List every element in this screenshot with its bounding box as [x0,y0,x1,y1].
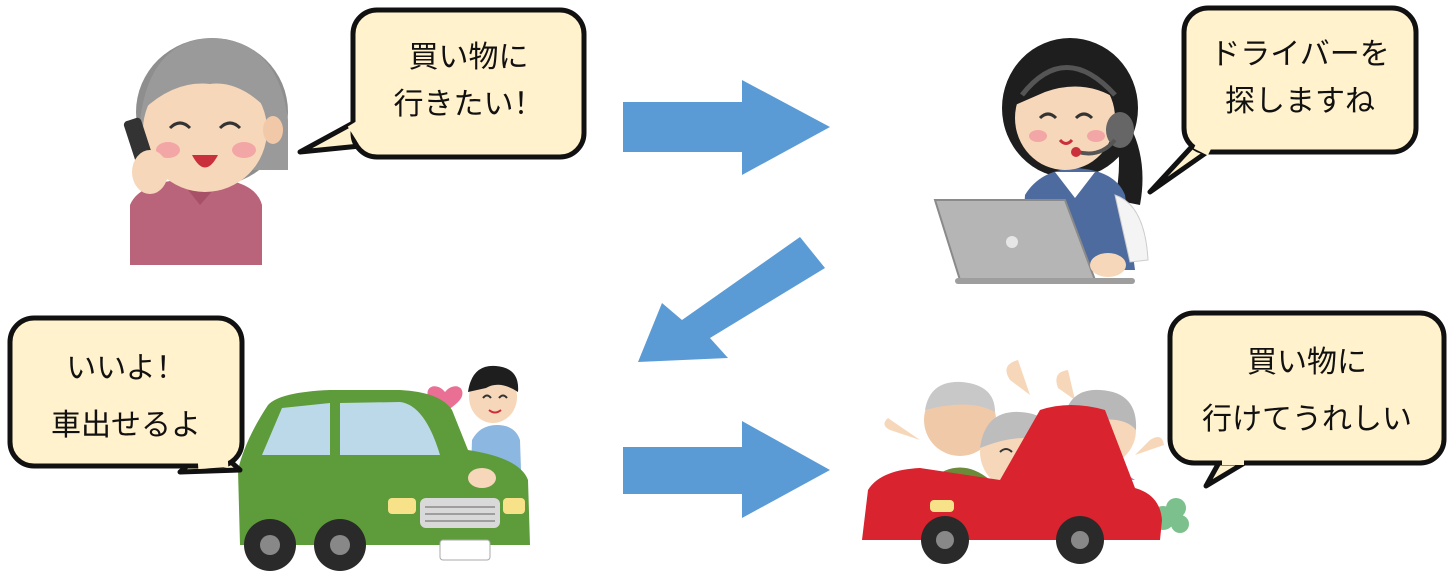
flow-arrow-1 [623,80,830,175]
operator-illustration [933,38,1149,284]
flow-arrow-3 [623,421,830,518]
seniors-car-illustration [862,360,1189,564]
bubble-2-text: ドライバーを 探しますね [1184,32,1416,125]
speech-bubble-4 [1167,310,1447,489]
bubble-3-line-2: 車出せるよ [51,408,201,443]
bubble-2-line-1: ドライバーを [1210,37,1390,72]
bubble-1-line-2: 行きたい！ [393,86,544,122]
flow-arrow-2 [638,237,825,362]
speech-bubble-3 [7,315,245,475]
driver-car-illustration [238,365,530,571]
bubble-4-line-2: 行けてうれしい [1202,402,1412,437]
speech-bubble-2 [1147,5,1419,195]
bubble-1-line-1: 買い物に [408,40,529,75]
bubble-4-line-1: 買い物に [1247,345,1367,380]
bubble-2-line-2: 探しますね [1225,83,1375,119]
grandma-illustration [123,38,288,265]
bubble-3-line-1: いいよ！ [66,351,186,386]
bubble-4-text: 買い物に 行けてうれしい [1170,334,1444,448]
grandma-shirt [130,178,262,265]
speech-bubble-1 [297,7,587,160]
bubble-1-text: 買い物に 行きたい！ [353,35,584,128]
bubble-3-text: いいよ！ 車出せるよ [10,340,242,454]
